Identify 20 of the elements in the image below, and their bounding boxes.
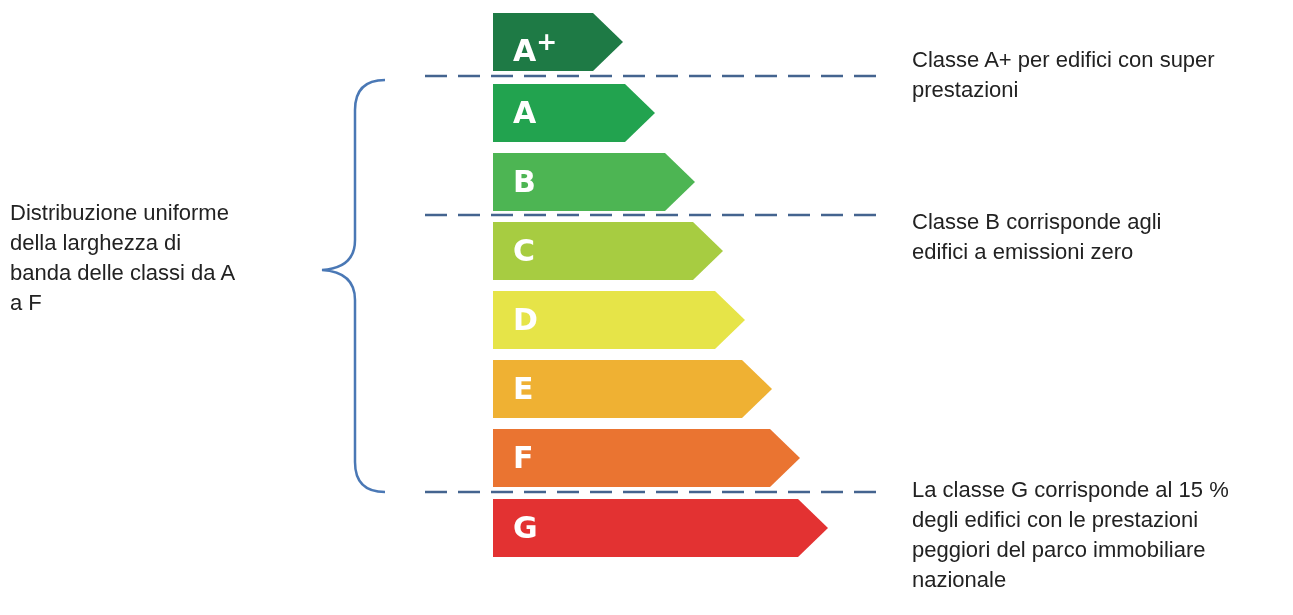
class-letter: A xyxy=(513,94,537,132)
class-letter: G xyxy=(513,509,538,547)
energy-class-band xyxy=(493,291,745,349)
class-letter: F xyxy=(513,439,534,477)
energy-class-band xyxy=(493,13,623,71)
class-letter: A$^{+}$ xyxy=(513,26,558,70)
annotation-text: La classe G corrisponde al 15 % degli edifici con le prestazioni peggiori del parco immobiliare nazionale xyxy=(912,476,1230,594)
annotation-text: Classe B corrisponde agli edifici a emissioni zero xyxy=(912,208,1163,266)
energy-class-band xyxy=(493,360,772,418)
energy-class-band xyxy=(493,499,828,557)
energy-class-band xyxy=(493,222,723,280)
energy-class-band xyxy=(493,153,695,211)
class-letter: B xyxy=(513,163,536,201)
annotation-text: Distribuzione uniforme della larghezza di banda delle classi da A a F xyxy=(10,199,235,317)
class-letter: E xyxy=(513,370,534,408)
class-letter: C xyxy=(513,232,536,270)
class-letter: D xyxy=(513,301,538,339)
annotation-text: Classe A+ per edifici con super prestazioni xyxy=(912,46,1216,104)
energy-class-band xyxy=(493,84,655,142)
energy-class-band xyxy=(493,429,800,487)
